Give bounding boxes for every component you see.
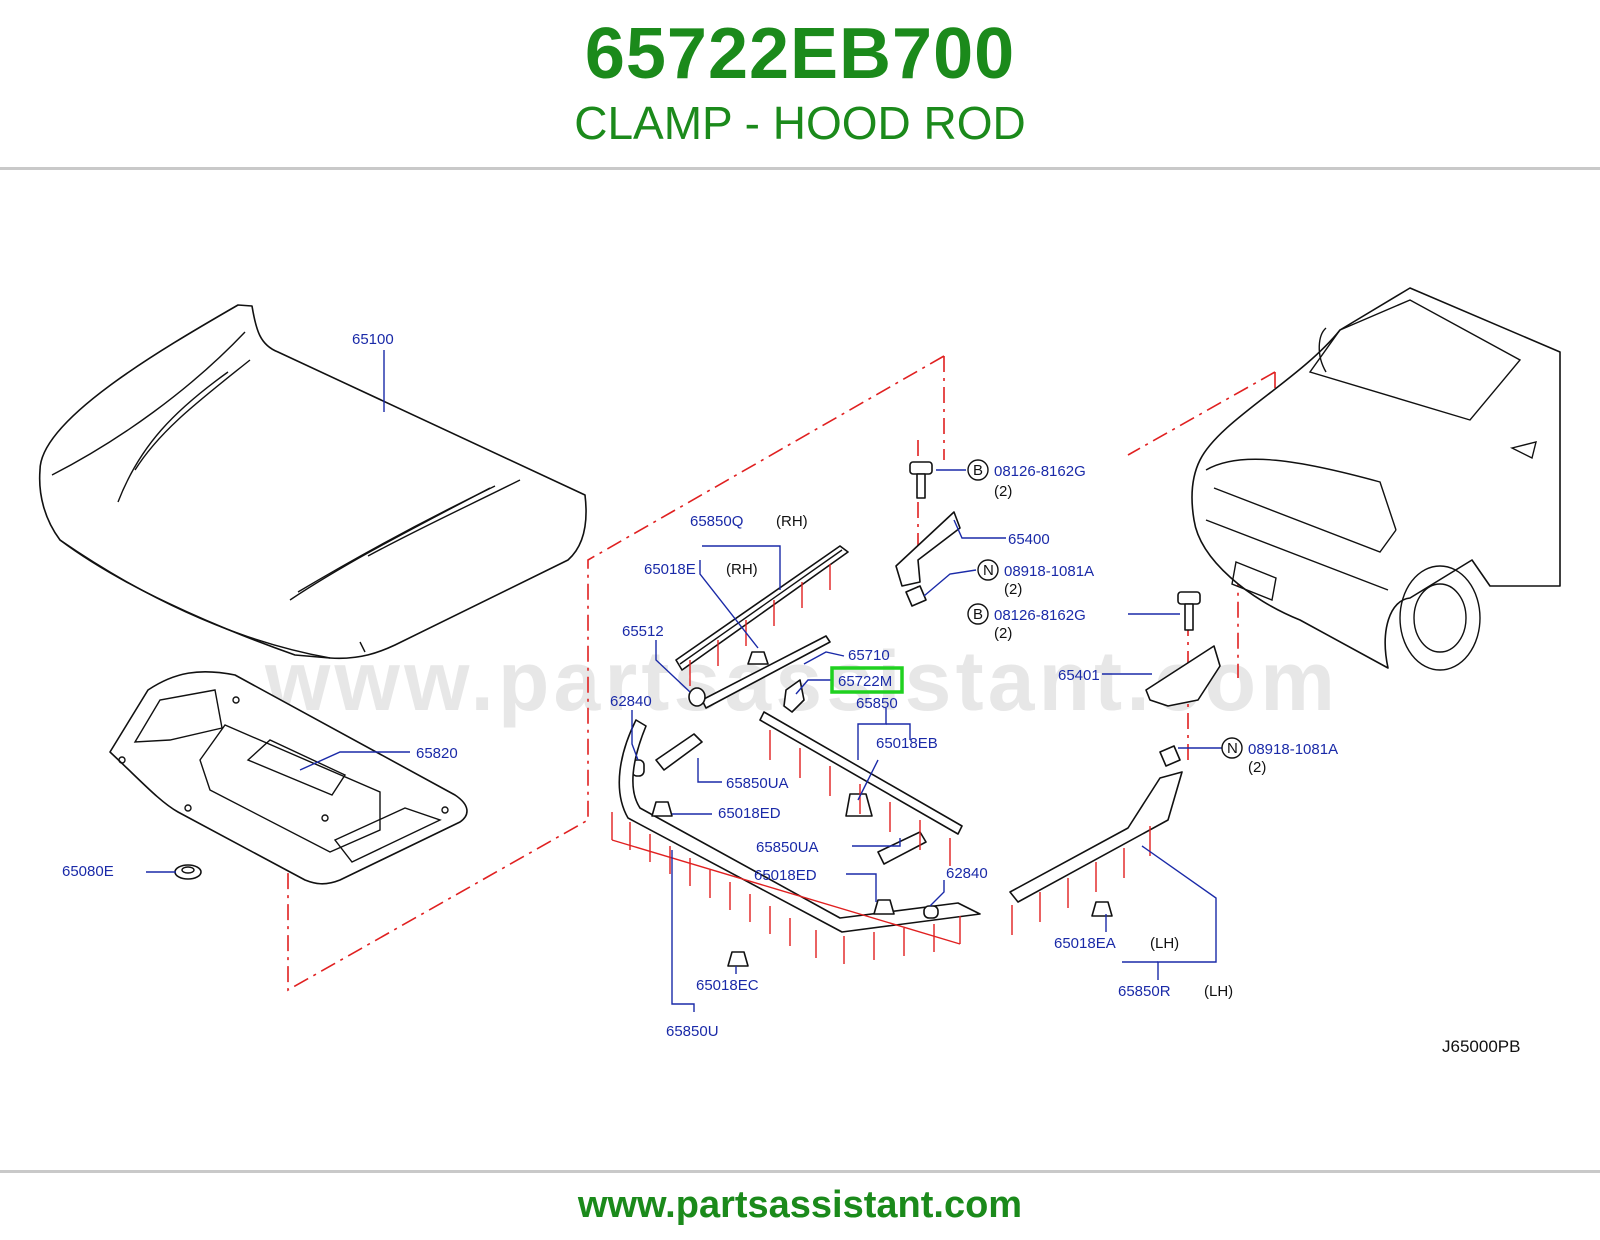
callout-65080e: 65080E [62,863,114,880]
callout-65018ea: 65018EA [1054,935,1116,952]
bolt-prefix-circle-1 [967,459,989,481]
footer-divider [0,1170,1600,1173]
callout-65018ed-a: 65018ED [718,805,781,822]
callout-65018e-side: (RH) [726,561,758,578]
callout-65850u: 65850U [666,1023,719,1040]
clip-65018e [747,651,769,665]
callout-bolt-1: 08126-8162G [994,463,1086,480]
callout-65850ua-a: 65850UA [726,775,789,792]
nut-prefix-circle-2 [1221,737,1243,759]
callout-nut-2-qty: (2) [1248,759,1266,776]
clip-65018ea [1091,901,1113,917]
callout-65722m: 65722M [838,673,892,690]
callout-nut-1-qty: (2) [1004,581,1022,598]
part-number-title: 65722EB700 [584,14,1016,94]
callout-nut-1: 08918-1081A [1004,563,1094,580]
callout-65512: 65512 [622,623,664,640]
callout-65850q: 65850Q [690,513,743,530]
nut-prefix-1: N [983,562,994,579]
part-description: CLAMP - HOOD ROD [574,97,1026,149]
header: 65722EB700 CLAMP - HOOD ROD [0,0,1600,168]
front-seal-65850u [618,719,981,933]
callout-bolt-2: 08126-8162G [994,607,1086,624]
callout-65018eb: 65018EB [876,735,938,752]
callout-bolt-1-qty: (2) [994,483,1012,500]
callout-65850q-side: (RH) [776,513,808,530]
callout-62840-a: 62840 [610,693,652,710]
nut-08918-2 [1159,745,1181,767]
callout-65850ua-b: 65850UA [756,839,819,856]
callout-65018ec: 65018EC [696,977,759,994]
bolt-prefix-circle-2 [967,603,989,625]
hood-panel [38,304,587,660]
callout-65850r-side: (LH) [1204,983,1233,1000]
bumper-62840-b [923,905,939,919]
callout-65018ed-b: 65018ED [754,867,817,884]
callout-labels: 65100 65820 65080E 65850Q (RH) 65018E (R… [62,331,1338,1040]
hinge-65401 [1145,645,1221,707]
nut-prefix-2: N [1227,740,1238,757]
callout-65018e: 65018E [644,561,696,578]
seal-65850ua-a [655,733,703,771]
clip-65080e [174,864,202,880]
callout-65100: 65100 [352,331,394,348]
nut-prefix-circle-1 [977,559,999,581]
bolt-prefix-1: B [973,462,983,479]
bolt-08126-2 [1177,591,1201,631]
bolt-prefix-2: B [973,606,983,623]
vehicle-outline [1191,287,1561,671]
seal-65850 [759,711,963,835]
callout-65850: 65850 [856,695,898,712]
callout-bolt-2-qty: (2) [994,625,1012,642]
clip-65018ed-a [651,801,673,817]
callout-65850r: 65850R [1118,983,1171,1000]
footer-website-link[interactable]: www.partsassistant.com [577,1184,1023,1226]
diagram-reference-code: J65000PB [1442,1037,1520,1056]
callout-65710: 65710 [848,647,890,664]
seal-65850ua-b [877,831,927,865]
header-divider [0,167,1600,170]
hinge-65400 [895,511,961,587]
bolt-08126-1 [909,461,933,499]
leader-lines [146,350,1222,1012]
hood-rod-65710 [701,635,831,709]
nut-08918-1 [905,585,927,607]
hood-insulator [109,670,468,885]
callout-65018ea-side: (LH) [1150,935,1179,952]
callout-62840-b: 62840 [946,865,988,882]
grommet-65512 [688,687,706,707]
highlight-box-65722m [830,666,904,694]
clip-65018ed-b [873,899,895,915]
callout-65401: 65401 [1058,667,1100,684]
callout-65400: 65400 [1008,531,1050,548]
callout-65820: 65820 [416,745,458,762]
clip-65018ec [727,951,749,967]
hood-seal-rh [675,545,849,671]
callout-nut-2: 08918-1081A [1248,741,1338,758]
hood-rod-clamp-65722m [783,679,805,713]
seal-65850r-lh [1009,771,1183,903]
